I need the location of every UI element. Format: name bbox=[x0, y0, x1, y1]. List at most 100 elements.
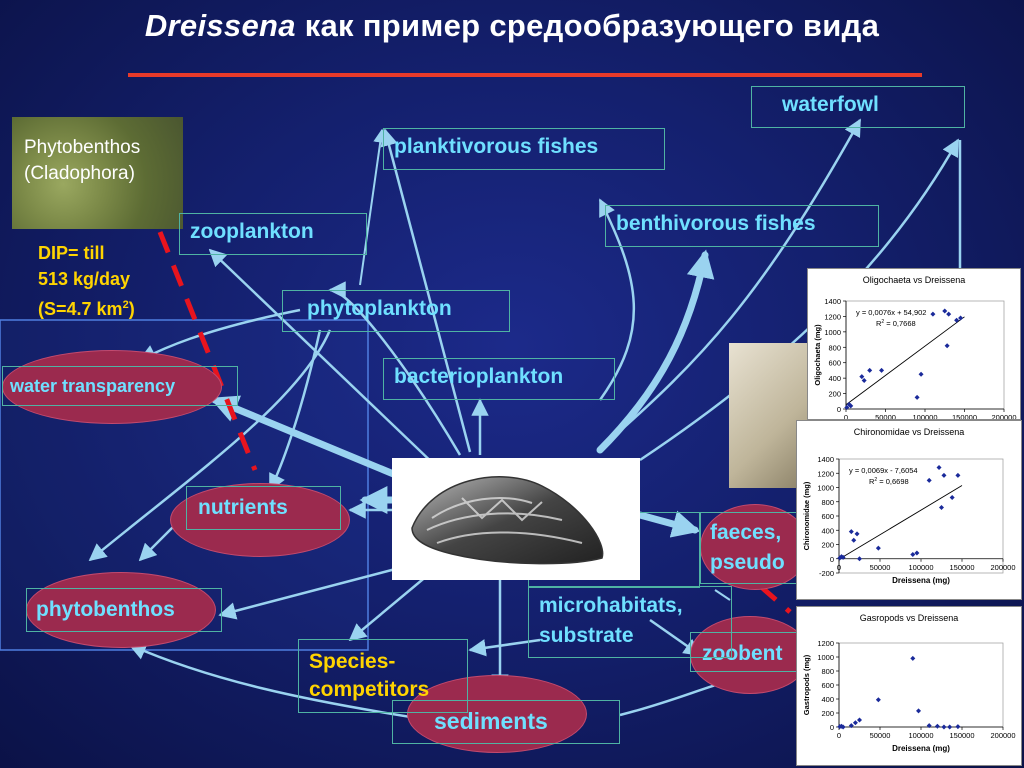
y-tick-label: 1400 bbox=[817, 455, 834, 464]
ellipse-nutrients bbox=[170, 483, 350, 557]
data-point bbox=[926, 477, 932, 483]
plot-area bbox=[838, 458, 1004, 574]
mussel-icon bbox=[411, 476, 604, 565]
red-dashed-cladophora bbox=[157, 231, 258, 471]
data-point bbox=[954, 317, 960, 323]
label-nutrients: nutrients bbox=[198, 496, 288, 519]
ellipse-faeces bbox=[700, 504, 810, 590]
data-point bbox=[844, 404, 850, 410]
chart-oligochaeta-svg: Oligochaeta vs Dreissena0200400600800100… bbox=[813, 275, 1017, 419]
y-tick-label: 400 bbox=[821, 526, 834, 535]
y-tick-label: 1400 bbox=[824, 297, 841, 306]
data-point bbox=[848, 723, 854, 729]
x-tick-label: 100000 bbox=[908, 563, 933, 572]
y-tick-label: 200 bbox=[821, 541, 834, 550]
box-nutrients bbox=[186, 486, 341, 530]
y-tick-label: 600 bbox=[821, 512, 834, 521]
chart-title: Oligochaeta vs Dreissena bbox=[863, 275, 966, 285]
y-tick-label: 1200 bbox=[824, 312, 841, 321]
data-point bbox=[848, 529, 854, 535]
dip-label: DIP= till 513 kg/day (S=4.7 km2) bbox=[38, 243, 135, 319]
x-tick-label: 200000 bbox=[991, 413, 1016, 419]
node-waterfowl: waterfowl bbox=[751, 86, 965, 128]
ellipse-zoobenthos bbox=[690, 616, 810, 694]
y-tick-label: 1000 bbox=[824, 328, 841, 337]
y-tick-label: -200 bbox=[819, 569, 834, 578]
y-tick-label: 600 bbox=[821, 681, 834, 690]
data-point bbox=[875, 545, 881, 551]
arrow-to-phytoplankton bbox=[328, 281, 462, 456]
data-point bbox=[857, 556, 862, 562]
data-point bbox=[930, 311, 936, 317]
x-tick-label: 0 bbox=[837, 731, 841, 740]
y-tick-label: 0 bbox=[830, 555, 834, 564]
data-point bbox=[936, 465, 942, 471]
chart-gastropods-svg: Gasropods vs Dreissena020040060080010001… bbox=[802, 613, 1016, 753]
label-phytobenthos: phytobenthos bbox=[36, 598, 175, 621]
y-tick-label: 200 bbox=[821, 709, 834, 718]
y-axis-label: Chironomidae (mg) bbox=[802, 481, 811, 550]
label-zoobenthos: zoobent bbox=[702, 642, 783, 665]
arrow-to-waterfowl-a bbox=[609, 118, 862, 441]
node-planktivorous-fishes: planktivorous fishes bbox=[383, 128, 665, 170]
data-point bbox=[910, 655, 916, 661]
data-point bbox=[837, 555, 843, 561]
y-tick-label: 1000 bbox=[817, 653, 834, 662]
data-point bbox=[914, 394, 920, 400]
data-point bbox=[879, 367, 885, 373]
y-tick-label: 0 bbox=[837, 405, 841, 414]
y-tick-label: 0 bbox=[830, 723, 834, 732]
data-point bbox=[939, 504, 944, 510]
x-tick-label: 150000 bbox=[952, 413, 977, 419]
y-tick-label: 800 bbox=[828, 343, 841, 352]
cladophora-photo: Phytobenthos (Cladophora) bbox=[12, 117, 183, 229]
arrow-to-zooplankton bbox=[208, 248, 441, 471]
ellipse-water-transparency bbox=[2, 350, 222, 424]
title-italic: Dreissena bbox=[144, 8, 296, 43]
node-microhabitats: microhabitats, substrate bbox=[528, 586, 732, 658]
x-tick-label: 50000 bbox=[870, 731, 891, 740]
data-point bbox=[861, 377, 867, 383]
data-point bbox=[941, 472, 947, 478]
arrow-up-1 bbox=[598, 198, 635, 401]
data-point bbox=[854, 531, 860, 537]
plot-area bbox=[845, 300, 1005, 410]
data-point bbox=[934, 723, 940, 729]
y-axis-label: Oligochaeta (mg) bbox=[813, 324, 822, 386]
x-tick-label: 50000 bbox=[875, 413, 896, 419]
y-tick-label: 200 bbox=[828, 390, 841, 399]
data-point bbox=[947, 724, 953, 730]
title-underline bbox=[128, 73, 922, 77]
ellipse-sediments bbox=[407, 675, 587, 753]
data-point bbox=[942, 308, 948, 314]
thick-arrow-transparency bbox=[209, 395, 424, 489]
arrow-to-planktivorous-2 bbox=[380, 128, 472, 453]
y-axis-label: Gastropods (mg) bbox=[802, 654, 811, 715]
plot-area bbox=[838, 642, 1004, 728]
y-tick-label: 1200 bbox=[817, 469, 834, 478]
ellipse-phytobenthos bbox=[26, 572, 216, 648]
equation-label: y = 0,0076x + 54,902 bbox=[856, 308, 926, 317]
arrow-faeces-zoobenthos bbox=[714, 589, 731, 601]
box-water-transparency bbox=[2, 366, 238, 406]
data-point bbox=[851, 537, 857, 543]
thick-arrow-faeces bbox=[636, 510, 701, 538]
box-phytobenthos bbox=[26, 588, 222, 632]
label-faeces: faeces, pseudo bbox=[710, 521, 785, 574]
data-point bbox=[859, 374, 865, 380]
x-axis-label: Dreissena (mg) bbox=[892, 576, 950, 585]
r2-label: R2 = 0,7668 bbox=[876, 319, 916, 328]
equation-label: y = 0,0069x - 7,6054 bbox=[849, 466, 918, 475]
data-point bbox=[848, 403, 854, 409]
data-point bbox=[949, 494, 955, 500]
trendline bbox=[845, 316, 965, 406]
data-point bbox=[941, 724, 947, 730]
data-point bbox=[955, 724, 961, 730]
data-point bbox=[944, 343, 950, 349]
y-tick-label: 800 bbox=[821, 498, 834, 507]
x-tick-label: 200000 bbox=[990, 563, 1015, 572]
y-tick-label: 1200 bbox=[817, 639, 834, 648]
x-tick-label: 150000 bbox=[949, 563, 974, 572]
